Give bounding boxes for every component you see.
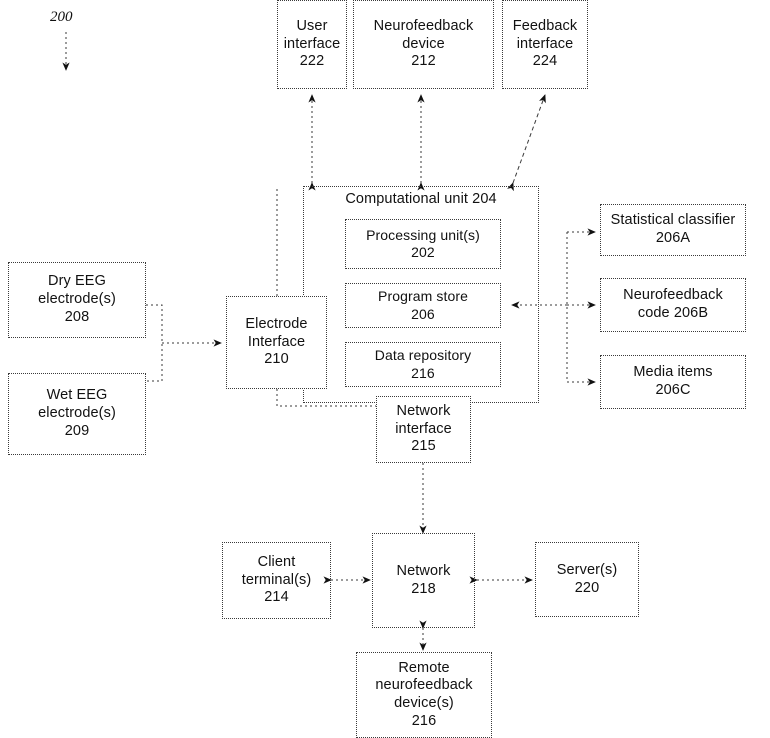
- node-program-store[interactable]: Program store 206: [345, 283, 501, 328]
- node-servers-ref: 220: [574, 579, 600, 596]
- node-dry-eeg-electrodes-line-1: Dry EEG: [48, 273, 106, 290]
- node-feedback-interface-line-2: interface: [516, 35, 574, 52]
- node-client-terminals-ref: 214: [264, 589, 289, 606]
- node-program-store-ref: 206: [411, 305, 435, 322]
- node-network-interface-ref: 215: [411, 438, 436, 455]
- node-neurofeedback-code[interactable]: Neurofeedback code 206B: [600, 278, 746, 332]
- node-user-interface-line-1: User: [296, 17, 328, 34]
- node-statistical-classifier-line-1: Statistical classifier: [610, 212, 736, 229]
- node-network[interactable]: Network 218: [372, 533, 475, 628]
- node-servers-line-1: Server(s): [556, 561, 618, 578]
- electrodes-to-electrode-interface-connector: [146, 304, 222, 382]
- node-user-interface-ref: 222: [299, 53, 325, 70]
- node-program-store-line-1: Program store: [378, 288, 468, 305]
- node-feedback-interface[interactable]: Feedback interface 224: [502, 0, 588, 89]
- node-network-interface-line-1: Network: [396, 402, 451, 419]
- node-user-interface-line-2: interface: [283, 35, 341, 52]
- node-remote-neurofeedback-devices-line-3: device(s): [394, 695, 454, 711]
- node-media-items-ref: 206C: [655, 382, 691, 398]
- node-media-items-line-1: Media items: [633, 364, 713, 381]
- node-dry-eeg-electrodes-line-2: electrode(s): [38, 291, 116, 308]
- node-dry-eeg-electrodes-ref: 208: [64, 308, 90, 325]
- node-wet-eeg-electrodes[interactable]: Wet EEG electrode(s) 209: [8, 373, 146, 455]
- node-data-repository-line-1: Data repository: [374, 347, 472, 364]
- node-neurofeedback-device-line-2: device: [402, 35, 445, 52]
- node-remote-neurofeedback-devices[interactable]: Remote neurofeedback device(s) 216: [356, 652, 492, 738]
- node-user-interface[interactable]: User interface 222: [277, 0, 347, 89]
- node-statistical-classifier[interactable]: Statistical classifier 206A: [600, 204, 746, 256]
- node-client-terminals[interactable]: Client terminal(s) 214: [222, 542, 331, 619]
- node-neurofeedback-code-line-1: Neurofeedback: [623, 287, 723, 304]
- node-statistical-classifier-ref: 206A: [655, 230, 691, 246]
- node-processing-units-line-1: Processing unit(s): [366, 226, 480, 243]
- node-electrode-interface-ref: 210: [264, 351, 289, 368]
- node-processing-units-ref: 202: [411, 244, 435, 260]
- node-feedback-interface-line-1: Feedback: [512, 17, 578, 34]
- node-computational-unit-title: Computational unit 204: [345, 191, 497, 207]
- node-data-repository[interactable]: Data repository 216: [345, 342, 501, 387]
- node-dry-eeg-electrodes[interactable]: Dry EEG electrode(s) 208: [8, 262, 146, 338]
- node-network-interface[interactable]: Network interface 215: [376, 396, 471, 463]
- node-remote-neurofeedback-devices-line-2: neurofeedback: [375, 677, 473, 694]
- node-wet-eeg-electrodes-line-2: electrode(s): [38, 405, 116, 422]
- node-wet-eeg-electrodes-ref: 209: [64, 422, 90, 439]
- node-neurofeedback-code-ref: code 206B: [637, 305, 709, 321]
- node-processing-units[interactable]: Processing unit(s) 202: [345, 219, 501, 269]
- node-electrode-interface-line-1: Electrode: [245, 315, 308, 332]
- node-remote-neurofeedback-devices-line-1: Remote: [398, 659, 450, 676]
- node-neurofeedback-device-ref: 212: [411, 53, 436, 70]
- node-network-line-1: Network: [396, 562, 451, 579]
- node-data-repository-ref: 216: [411, 364, 435, 381]
- node-remote-neurofeedback-devices-ref: 216: [411, 712, 437, 729]
- computational-to-feedback-interface-connector: [507, 94, 546, 192]
- node-electrode-interface[interactable]: Electrode Interface 210: [226, 296, 327, 389]
- node-network-interface-line-2: interface: [395, 420, 452, 437]
- node-network-ref: 218: [411, 580, 436, 597]
- node-client-terminals-line-1: Client: [257, 553, 296, 570]
- node-wet-eeg-electrodes-line-1: Wet EEG: [46, 387, 108, 404]
- node-client-terminals-line-2: terminal(s): [241, 571, 312, 588]
- node-servers[interactable]: Server(s) 220: [535, 542, 639, 617]
- figure-reference-number: 200: [50, 9, 73, 25]
- node-feedback-interface-ref: 224: [532, 53, 558, 70]
- node-neurofeedback-device[interactable]: Neurofeedback device 212: [353, 0, 494, 89]
- node-neurofeedback-device-line-1: Neurofeedback: [373, 17, 474, 34]
- node-media-items[interactable]: Media items 206C: [600, 355, 746, 409]
- node-electrode-interface-line-2: Interface: [247, 333, 306, 350]
